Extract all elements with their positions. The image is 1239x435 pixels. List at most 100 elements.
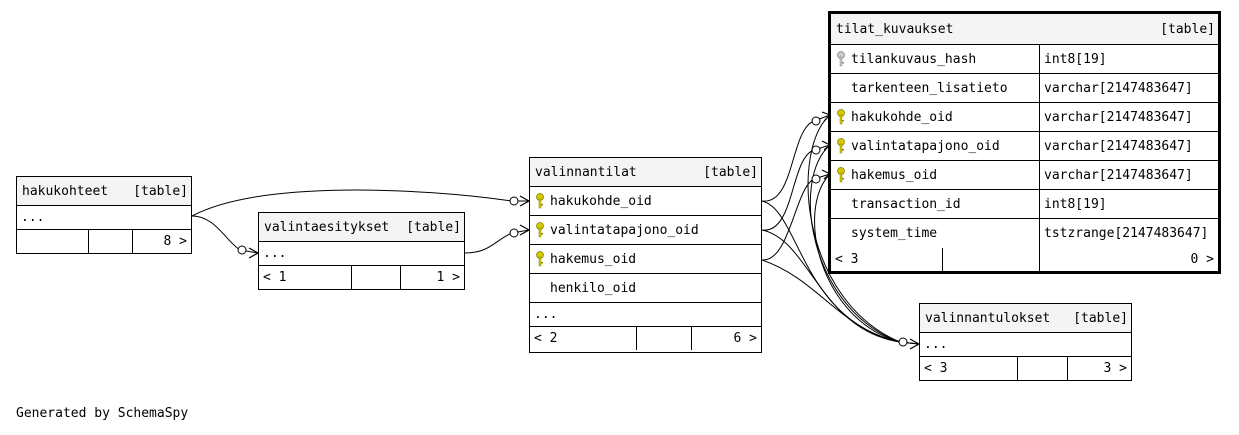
link-end-circle <box>898 337 908 347</box>
column-row[interactable]: hakemus_oid varchar[2147483647] <box>831 161 1218 190</box>
column-name: system_time <box>851 226 938 241</box>
table-tag: [table] <box>133 183 188 199</box>
nav-spacer <box>942 248 1039 271</box>
table-name: tilat_kuvaukset <box>836 21 954 37</box>
column-type: int8[19] <box>1039 190 1218 218</box>
nav-children[interactable]: 1 > <box>400 266 464 289</box>
column-name: hakukohde_oid <box>550 193 652 209</box>
ellipsis-row: ... <box>259 242 464 266</box>
column-name: hakemus_oid <box>550 251 637 267</box>
nav-parents[interactable]: < 3 <box>835 252 859 267</box>
generated-by-label: Generated by SchemaSpy <box>16 406 189 421</box>
column-name: transaction_id <box>851 196 961 212</box>
column-type: tstzrange[2147483647] <box>1039 219 1218 248</box>
table-name: valinnantulokset <box>925 310 1051 326</box>
table-header: valinnantulokset [table] <box>920 304 1131 333</box>
link-hakukohteet-valinnantilat <box>191 189 529 217</box>
nav-spacer <box>1017 357 1067 380</box>
link-end-circle <box>237 245 247 255</box>
link-end-circle <box>509 196 519 206</box>
table-tag: [table] <box>1073 310 1128 326</box>
link-hakukohteet-valintaesitykset <box>191 215 259 254</box>
link-vt-tulokset-3 <box>761 259 920 345</box>
column-row[interactable]: transaction_id int8[19] <box>831 190 1218 219</box>
ellipsis: ... <box>263 246 287 261</box>
column-name: tarkenteen_lisatieto <box>851 80 1008 96</box>
link-end-circle <box>509 228 519 238</box>
link-hakukohde-oid <box>761 114 831 202</box>
table-name: hakukohteet <box>22 183 109 199</box>
column-name: hakukohde_oid <box>851 109 953 125</box>
column-name: hakemus_oid <box>851 167 938 183</box>
column-row[interactable]: valintatapajono_oid <box>530 216 761 245</box>
table-valinnantulokset[interactable]: valinnantulokset [table] ... < 3 3 > <box>919 303 1132 381</box>
table-hakukohteet[interactable]: hakukohteet [table] ... 8 > <box>16 176 192 254</box>
column-row[interactable]: tarkenteen_lisatieto varchar[2147483647] <box>831 74 1218 103</box>
link-valintaesitykset-valinnantilat <box>464 229 530 254</box>
foreign-key-icon <box>530 193 550 209</box>
ellipsis: ... <box>534 307 558 322</box>
nav-row: < 3 3 > <box>920 357 1131 380</box>
ellipsis-row: ... <box>920 333 1131 357</box>
ellipsis: ... <box>21 210 45 225</box>
column-row[interactable]: system_time tstzrange[2147483647] <box>831 219 1218 248</box>
table-tag: [table] <box>703 164 758 180</box>
nav-parents[interactable] <box>17 230 88 253</box>
nav-parents[interactable]: < 3 <box>924 361 948 376</box>
link-tk-tulokset-3 <box>814 173 901 343</box>
column-type: varchar[2147483647] <box>1039 103 1218 131</box>
nav-row: 8 > <box>17 230 191 253</box>
table-name: valintaesitykset <box>264 219 390 235</box>
nav-children[interactable]: 0 > <box>1039 248 1218 271</box>
table-valintaesitykset[interactable]: valintaesitykset [table] ... < 1 1 > <box>258 212 465 290</box>
column-row[interactable]: hakukohde_oid varchar[2147483647] <box>831 103 1218 132</box>
nav-spacer <box>636 327 691 350</box>
ellipsis-row: ... <box>17 206 191 230</box>
nav-parents[interactable]: < 1 <box>263 270 287 285</box>
nav-children[interactable]: 8 > <box>132 230 191 253</box>
ellipsis: ... <box>924 337 948 352</box>
table-header: valintaesitykset [table] <box>259 213 464 242</box>
column-name: tilankuvaus_hash <box>851 51 977 67</box>
foreign-key-icon <box>831 138 851 154</box>
column-name: valintatapajono_oid <box>851 138 1000 154</box>
table-tilat-kuvaukset[interactable]: tilat_kuvaukset [table] tilankuvaus_hash… <box>828 11 1221 274</box>
table-header: tilat_kuvaukset [table] <box>831 14 1218 45</box>
table-tag: [table] <box>1160 21 1215 37</box>
ellipsis-row: ... <box>530 303 761 327</box>
link-end-circle <box>811 116 821 126</box>
table-tag: [table] <box>406 219 461 235</box>
nav-spacer <box>351 266 400 289</box>
foreign-key-icon <box>530 222 550 238</box>
nav-children[interactable]: 3 > <box>1067 357 1131 380</box>
column-type: varchar[2147483647] <box>1039 132 1218 160</box>
column-row[interactable]: hakemus_oid <box>530 245 761 274</box>
column-name: valintatapajono_oid <box>550 222 699 238</box>
nav-row: < 1 1 > <box>259 266 464 289</box>
table-name: valinnantilat <box>535 164 637 180</box>
link-end-circle <box>811 174 821 184</box>
foreign-key-icon <box>530 251 550 267</box>
nav-parents[interactable]: < 2 <box>534 331 558 346</box>
table-header: hakukohteet [table] <box>17 177 191 206</box>
column-row[interactable]: henkilo_oid <box>530 274 761 303</box>
column-row[interactable]: valintatapajono_oid varchar[2147483647] <box>831 132 1218 161</box>
table-valinnantilat[interactable]: valinnantilat [table] hakukohde_oid vali… <box>529 157 762 353</box>
column-type: varchar[2147483647] <box>1039 161 1218 189</box>
foreign-key-icon <box>831 109 851 125</box>
link-vt-tulokset-2 <box>761 229 920 345</box>
primary-key-icon <box>831 51 851 67</box>
nav-spacer <box>88 230 132 253</box>
table-header: valinnantilat [table] <box>530 158 761 187</box>
column-row[interactable]: hakukohde_oid <box>530 187 761 216</box>
nav-children[interactable]: 6 > <box>691 327 761 350</box>
link-end-circle <box>811 145 821 155</box>
foreign-key-icon <box>831 167 851 183</box>
nav-row: < 2 6 > <box>530 327 761 350</box>
link-hakemus-oid <box>761 173 831 261</box>
column-type: varchar[2147483647] <box>1039 74 1218 102</box>
column-name: henkilo_oid <box>550 280 637 296</box>
nav-row: < 3 0 > <box>831 248 1218 271</box>
